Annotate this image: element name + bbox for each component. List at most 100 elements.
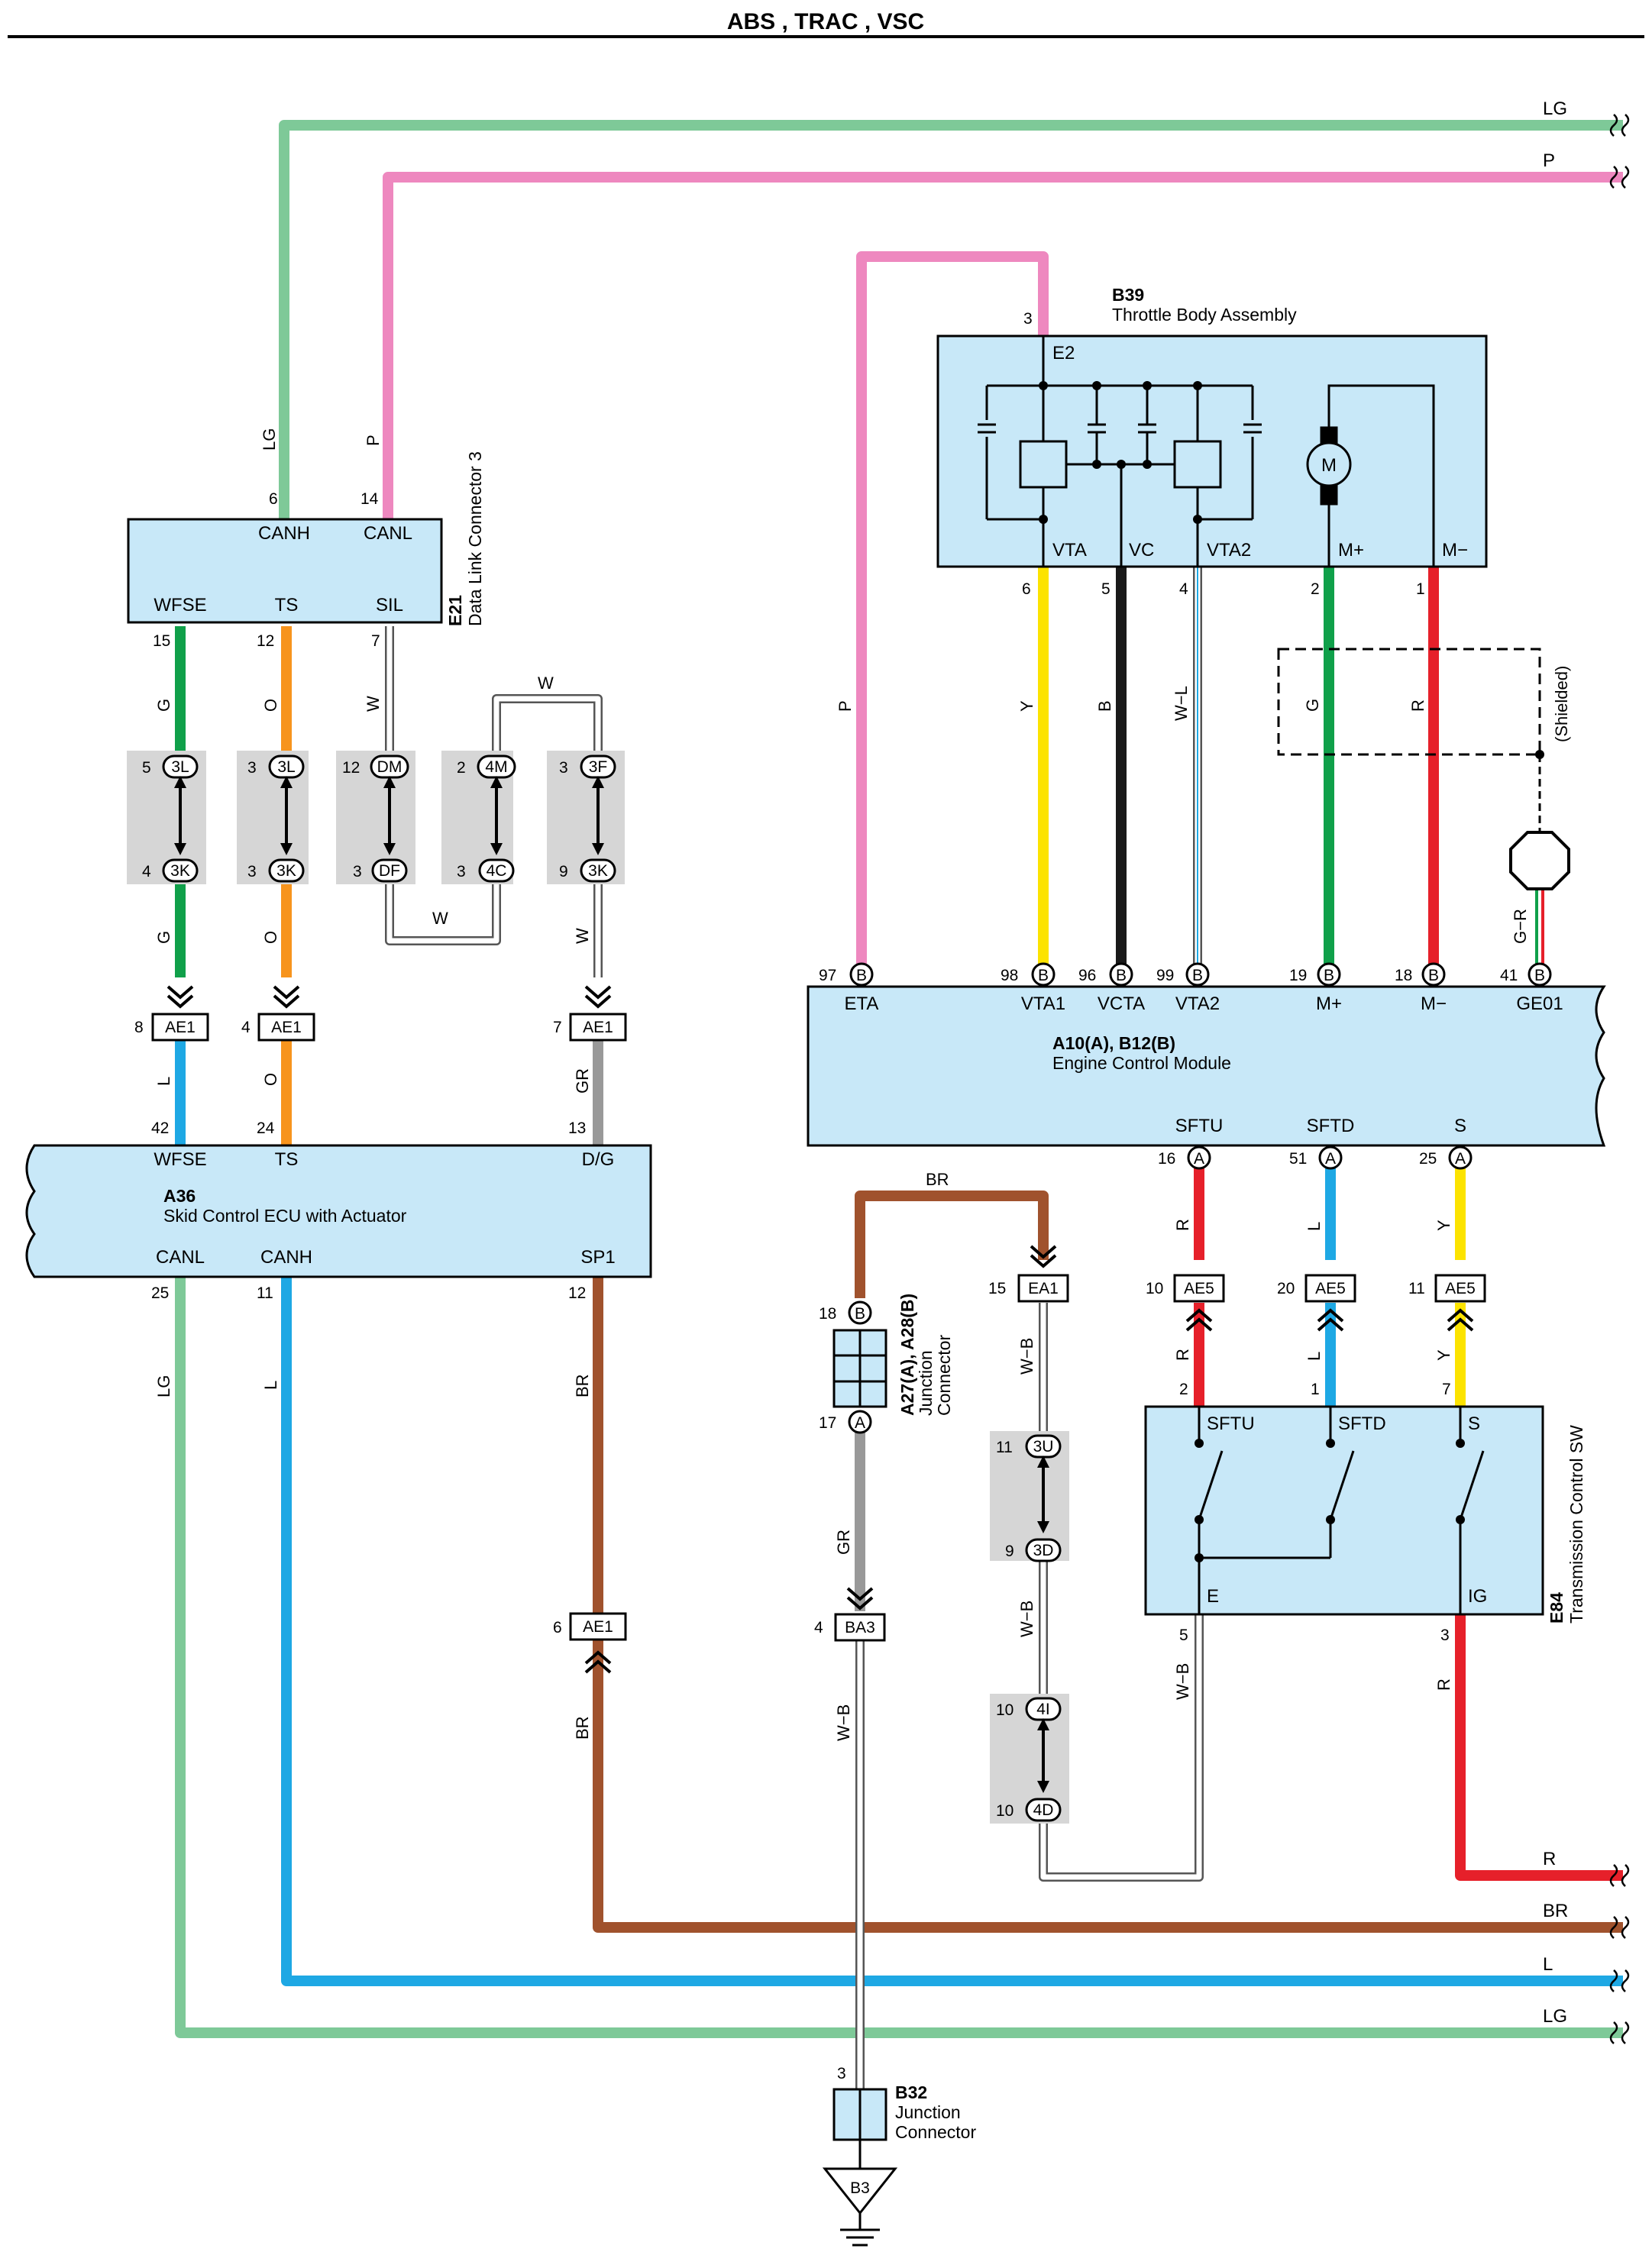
svg-text:3: 3 xyxy=(247,863,257,880)
svg-text:10: 10 xyxy=(996,1701,1014,1719)
svg-text:97: 97 xyxy=(819,967,836,984)
svg-text:IG: IG xyxy=(1468,1586,1487,1607)
svg-text:12: 12 xyxy=(257,632,274,650)
svg-text:W−B: W−B xyxy=(834,1704,853,1741)
a36-code: A36 xyxy=(163,1186,196,1206)
svg-text:GR: GR xyxy=(834,1530,853,1555)
svg-text:R: R xyxy=(1173,1349,1192,1361)
svg-text:WFSE: WFSE xyxy=(154,595,206,615)
svg-text:TS: TS xyxy=(275,1149,299,1170)
svg-text:7: 7 xyxy=(371,632,380,650)
svg-text:G−R: G−R xyxy=(1511,909,1530,944)
wire-w-group xyxy=(385,626,603,977)
svg-text:LG: LG xyxy=(1543,99,1567,119)
svg-text:2: 2 xyxy=(1311,580,1320,598)
svg-text:3L: 3L xyxy=(277,758,295,776)
b32-junction-connector: 3 B32 Junction Connector B3 xyxy=(822,2065,976,2247)
svg-text:B: B xyxy=(1095,700,1114,712)
svg-text:4C: 4C xyxy=(487,862,507,880)
svg-text:1: 1 xyxy=(1311,1381,1320,1398)
svg-text:15: 15 xyxy=(153,632,170,650)
svg-text:15: 15 xyxy=(988,1280,1006,1297)
svg-text:Junction: Junction xyxy=(895,2102,961,2122)
svg-text:DM: DM xyxy=(377,758,402,776)
svg-text:3L: 3L xyxy=(171,758,189,776)
svg-text:WFSE: WFSE xyxy=(154,1149,206,1170)
e84-code: E84 xyxy=(1547,1592,1566,1623)
svg-text:B: B xyxy=(1038,967,1049,984)
svg-text:R: R xyxy=(1173,1219,1192,1231)
svg-text:DF: DF xyxy=(379,862,400,880)
svg-text:O: O xyxy=(261,699,280,712)
svg-text:4: 4 xyxy=(814,1619,823,1636)
connector-3u-3d: 3U 11 3D 9 xyxy=(990,1431,1069,1562)
svg-text:B: B xyxy=(1324,967,1334,984)
svg-text:LG: LG xyxy=(260,428,279,451)
svg-text:BA3: BA3 xyxy=(845,1619,875,1636)
svg-text:3U: 3U xyxy=(1033,1438,1054,1455)
svg-text:(Shielded): (Shielded) xyxy=(1552,666,1571,742)
svg-text:14: 14 xyxy=(360,490,379,508)
svg-text:17: 17 xyxy=(819,1414,836,1432)
wire-break-marks xyxy=(1609,114,1630,2044)
svg-text:G: G xyxy=(154,699,173,712)
svg-text:12: 12 xyxy=(568,1284,586,1302)
svg-text:B: B xyxy=(1534,967,1545,984)
svg-text:6: 6 xyxy=(269,490,278,508)
svg-text:E: E xyxy=(1207,1586,1219,1607)
svg-text:W: W xyxy=(573,928,592,944)
terminal-ea1: EA1 15 xyxy=(988,1245,1069,1303)
svg-text:L: L xyxy=(154,1077,173,1086)
svg-text:10: 10 xyxy=(996,1802,1014,1820)
svg-text:1: 1 xyxy=(1416,580,1425,598)
svg-text:51: 51 xyxy=(1289,1150,1307,1168)
svg-text:LG: LG xyxy=(154,1375,173,1397)
svg-text:GE01: GE01 xyxy=(1516,993,1563,1014)
svg-text:3F: 3F xyxy=(589,758,608,776)
svg-text:A: A xyxy=(1325,1150,1336,1168)
svg-text:O: O xyxy=(261,931,280,944)
wire-ig-r xyxy=(1455,1614,1623,1881)
svg-text:AE5: AE5 xyxy=(1445,1280,1476,1297)
ecm-code: A10(A), B12(B) xyxy=(1052,1033,1175,1053)
terminal-ba3: BA3 4 xyxy=(814,1587,886,1642)
svg-text:6: 6 xyxy=(1022,580,1031,598)
svg-text:AE1: AE1 xyxy=(583,1019,613,1036)
e21-name: Data Link Connector 3 xyxy=(465,451,485,626)
connector-3f-3k-dg: 3F 3 3K 9 xyxy=(547,751,625,884)
svg-text:SFTU: SFTU xyxy=(1175,1116,1224,1136)
svg-text:M−: M− xyxy=(1421,993,1447,1014)
terminal-ae1-wfse: AE1 8 xyxy=(134,985,209,1042)
connector-3l-3k-wfse: 3L 5 3K 4 xyxy=(127,751,206,884)
svg-text:AE1: AE1 xyxy=(165,1019,196,1036)
svg-text:W: W xyxy=(432,909,448,928)
svg-text:E2: E2 xyxy=(1052,343,1075,363)
svg-text:BR: BR xyxy=(926,1170,949,1189)
svg-text:25: 25 xyxy=(1419,1150,1437,1168)
svg-text:S: S xyxy=(1468,1413,1480,1434)
wire-labels-left: LG P G O W W W W G O L O GR LG L BR BR xyxy=(154,428,592,1740)
wire-eta-p xyxy=(856,251,1049,964)
wire-br-top xyxy=(855,1191,1049,1298)
e84-name: Transmission Control SW xyxy=(1566,1425,1586,1623)
svg-text:7: 7 xyxy=(1442,1381,1451,1398)
a36-name: Skid Control ECU with Actuator xyxy=(163,1206,407,1226)
wire-wb-group xyxy=(855,1303,1204,2092)
svg-text:3: 3 xyxy=(837,2065,846,2082)
svg-text:L: L xyxy=(261,1381,280,1390)
svg-text:VC: VC xyxy=(1129,540,1154,561)
svg-text:B: B xyxy=(1116,967,1127,984)
svg-text:5: 5 xyxy=(1179,1627,1188,1644)
terminal-ae1-sp1: AE1 6 xyxy=(553,1612,627,1674)
svg-text:A: A xyxy=(855,1414,865,1432)
svg-text:B: B xyxy=(856,967,867,984)
svg-text:13: 13 xyxy=(568,1119,586,1137)
svg-text:P: P xyxy=(364,435,383,446)
svg-text:Y: Y xyxy=(1017,700,1036,712)
ground-icon xyxy=(822,2167,898,2215)
right-edge-labels: LG P R BR L LG xyxy=(1543,99,1568,2027)
svg-text:SFTU: SFTU xyxy=(1207,1413,1255,1434)
e21-data-link-connector: 6 14 CANH CANL WFSE TS SIL 15 12 7 E21 D… xyxy=(127,451,485,650)
terminal-ae1-dg: AE1 7 xyxy=(553,985,627,1042)
